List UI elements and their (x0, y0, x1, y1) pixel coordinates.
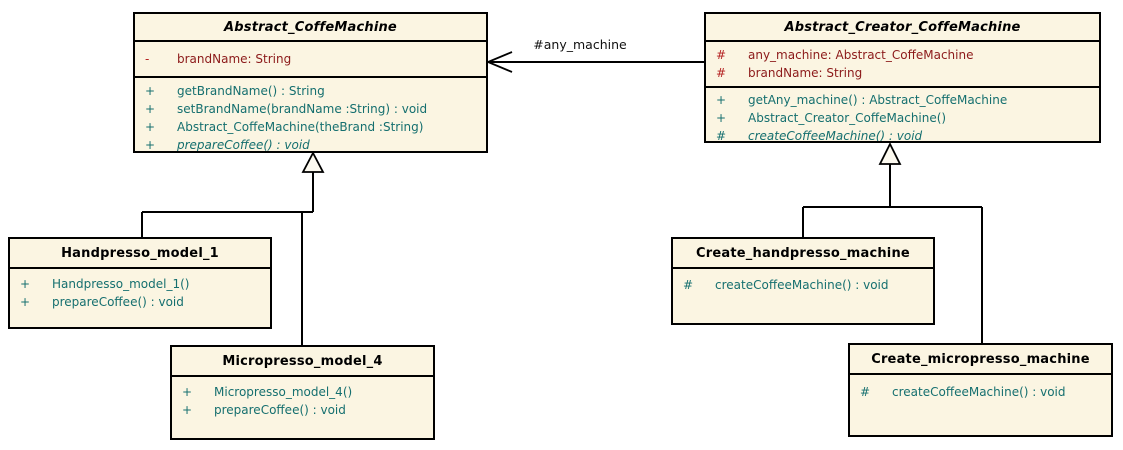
class-abstract-creator-coffemachine: Abstract_Creator_CoffeMachine # any_mach… (704, 12, 1101, 143)
visibility-marker: + (716, 111, 727, 125)
method-text: setBrandName(brandName :String) : void (177, 102, 428, 116)
class-title: Create_handpresso_machine (696, 245, 910, 261)
class-abstract-coffemachine: Abstract_CoffeMachine - brandName: Strin… (133, 12, 488, 153)
method-text: prepareCoffee() : void (177, 138, 310, 151)
visibility-marker: # (716, 48, 727, 62)
method-row: + setBrandName(brandName :String) : void (135, 100, 486, 118)
method-row: + prepareCoffee() : void (172, 401, 433, 419)
attribute-row: # brandName: String (706, 64, 1099, 82)
method-text: getBrandName() : String (177, 84, 325, 98)
generalization-triangle-left-icon (301, 151, 325, 173)
methods-compartment: # createCoffeeMachine() : void (850, 373, 1111, 435)
visibility-marker: + (182, 403, 193, 417)
class-title: Create_micropresso_machine (871, 351, 1090, 367)
visibility-marker: + (182, 385, 193, 399)
attributes-compartment: - brandName: String (135, 40, 486, 76)
methods-compartment: + Micropresso_model_4() + prepareCoffee(… (172, 375, 433, 438)
visibility-marker: + (145, 84, 156, 98)
method-row: + Abstract_CoffeMachine(theBrand :String… (135, 118, 486, 136)
visibility-marker: - (145, 52, 150, 66)
methods-compartment: # createCoffeeMachine() : void (673, 267, 933, 323)
method-row: + prepareCoffee() : void (135, 136, 486, 151)
visibility-marker: + (145, 138, 156, 151)
visibility-marker: # (716, 129, 727, 141)
class-create-handpresso-machine: Create_handpresso_machine # createCoffee… (671, 237, 935, 325)
visibility-marker: # (716, 66, 727, 80)
method-text: Abstract_Creator_CoffeMachine() (748, 111, 947, 125)
method-text: prepareCoffee() : void (52, 295, 184, 309)
method-text: Micropresso_model_4() (214, 385, 353, 399)
method-row: + getBrandName() : String (135, 82, 486, 100)
class-title: Abstract_Creator_CoffeMachine (784, 19, 1021, 35)
method-row: # createCoffeeMachine() : void (673, 276, 933, 294)
method-text: getAny_machine() : Abstract_CoffeMachine (748, 93, 1008, 107)
visibility-marker: + (145, 102, 156, 116)
method-row: + getAny_machine() : Abstract_CoffeMachi… (706, 91, 1099, 109)
class-title: Micropresso_model_4 (222, 353, 383, 369)
visibility-marker: + (20, 295, 31, 309)
class-title: Abstract_CoffeMachine (224, 19, 397, 35)
attributes-compartment: # any_machine: Abstract_CoffeMachine # b… (706, 40, 1099, 86)
method-row: # createCoffeeMachine() : void (706, 127, 1099, 141)
method-text: Abstract_CoffeMachine(theBrand :String) (177, 120, 424, 134)
method-text: prepareCoffee() : void (214, 403, 346, 417)
method-text: Handpresso_model_1() (52, 277, 190, 291)
method-row: # createCoffeeMachine() : void (850, 383, 1111, 401)
method-row: + Handpresso_model_1() (10, 275, 270, 293)
method-text: createCoffeeMachine() : void (748, 129, 923, 141)
method-row: + prepareCoffee() : void (10, 293, 270, 311)
methods-compartment: + getBrandName() : String + setBrandName… (135, 76, 486, 151)
class-title: Handpresso_model_1 (61, 245, 219, 261)
attribute-text: brandName: String (177, 52, 292, 66)
open-arrowhead-icon (485, 51, 513, 73)
generalization-triangle-right-icon (878, 141, 902, 165)
method-row: + Micropresso_model_4() (172, 383, 433, 401)
attribute-text: brandName: String (748, 66, 863, 80)
association-label-any-machine: #any_machine (533, 37, 627, 52)
method-text: createCoffeeMachine() : void (715, 278, 889, 292)
attribute-row: - brandName: String (135, 50, 486, 68)
class-micropresso-model-4: Micropresso_model_4 + Micropresso_model_… (170, 345, 435, 440)
visibility-marker: # (683, 278, 694, 292)
visibility-marker: + (716, 93, 727, 107)
methods-compartment: + getAny_machine() : Abstract_CoffeMachi… (706, 86, 1099, 141)
attribute-text: any_machine: Abstract_CoffeMachine (748, 48, 974, 62)
visibility-marker: # (860, 385, 871, 399)
visibility-marker: + (145, 120, 156, 134)
class-create-micropresso-machine: Create_micropresso_machine # createCoffe… (848, 343, 1113, 437)
visibility-marker: + (20, 277, 31, 291)
class-handpresso-model-1: Handpresso_model_1 + Handpresso_model_1(… (8, 237, 272, 329)
methods-compartment: + Handpresso_model_1() + prepareCoffee()… (10, 267, 270, 327)
method-row: + Abstract_Creator_CoffeMachine() (706, 109, 1099, 127)
method-text: createCoffeeMachine() : void (892, 385, 1066, 399)
attribute-row: # any_machine: Abstract_CoffeMachine (706, 46, 1099, 64)
